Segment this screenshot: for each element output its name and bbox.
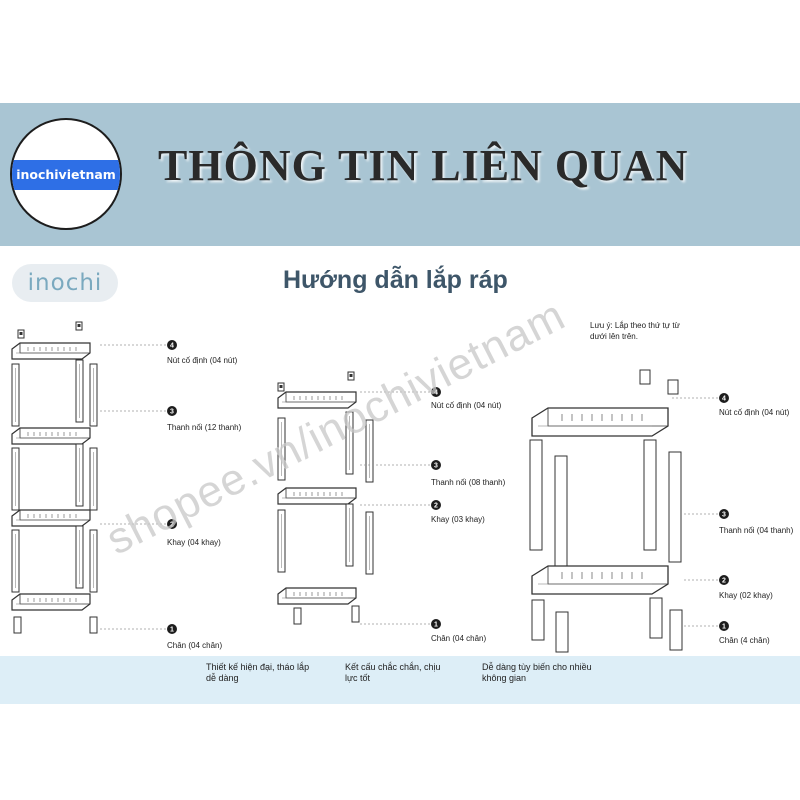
feature-line: dễ dàng: [206, 673, 336, 684]
step2-label: Khay (02 khay): [719, 591, 773, 600]
feature-line: không gian: [482, 673, 622, 684]
step2-number: 2: [722, 578, 726, 585]
step4-label: Nút cố định (04 nút): [719, 408, 790, 417]
step3-label: Thanh nối (08 thanh): [431, 478, 506, 487]
feature-flexible-space: Dễ dàng tùy biến cho nhiều không gian: [482, 662, 622, 684]
step4-number: 4: [170, 343, 174, 350]
step2-number: 2: [434, 503, 438, 510]
step1-number: 1: [170, 627, 174, 634]
feature-sturdy-structure: Kết cấu chắc chắn, chịu lực tốt: [345, 662, 475, 684]
feature-modern-design: Thiết kế hiện đại, tháo lắp dễ dàng: [206, 662, 336, 684]
step1-number: 1: [434, 622, 438, 629]
feature-line: Thiết kế hiện đại, tháo lắp: [206, 662, 336, 673]
step1-number: 1: [722, 624, 726, 631]
step2-label: Khay (03 khay): [431, 515, 485, 524]
step1-label: Chân (04 chân): [167, 641, 222, 650]
step4-number: 4: [722, 396, 726, 403]
step4-label: Nút cố định (04 nút): [431, 401, 502, 410]
step3-number: 3: [170, 409, 174, 416]
step2-label: Khay (04 khay): [167, 538, 221, 547]
diagram-two-tier: [530, 370, 682, 652]
step3-number: 3: [722, 512, 726, 519]
step1-label: Chân (04 chân): [431, 634, 486, 643]
feature-line: lực tốt: [345, 673, 475, 684]
diagram-four-tier: [12, 322, 97, 633]
step1-label: Chân (4 chân): [719, 636, 770, 645]
feature-line: Dễ dàng tùy biến cho nhiều: [482, 662, 622, 673]
feature-line: Kết cấu chắc chắn, chịu: [345, 662, 475, 673]
step3-label: Thanh nối (12 thanh): [167, 423, 242, 432]
assembly-note: Lưu ý: Lắp theo thứ tự từ dưới lên trên.: [590, 320, 690, 342]
step3-number: 3: [434, 463, 438, 470]
step4-label: Nút cố định (04 nút): [167, 356, 238, 365]
step3-label: Thanh nối (04 thanh): [719, 526, 794, 535]
